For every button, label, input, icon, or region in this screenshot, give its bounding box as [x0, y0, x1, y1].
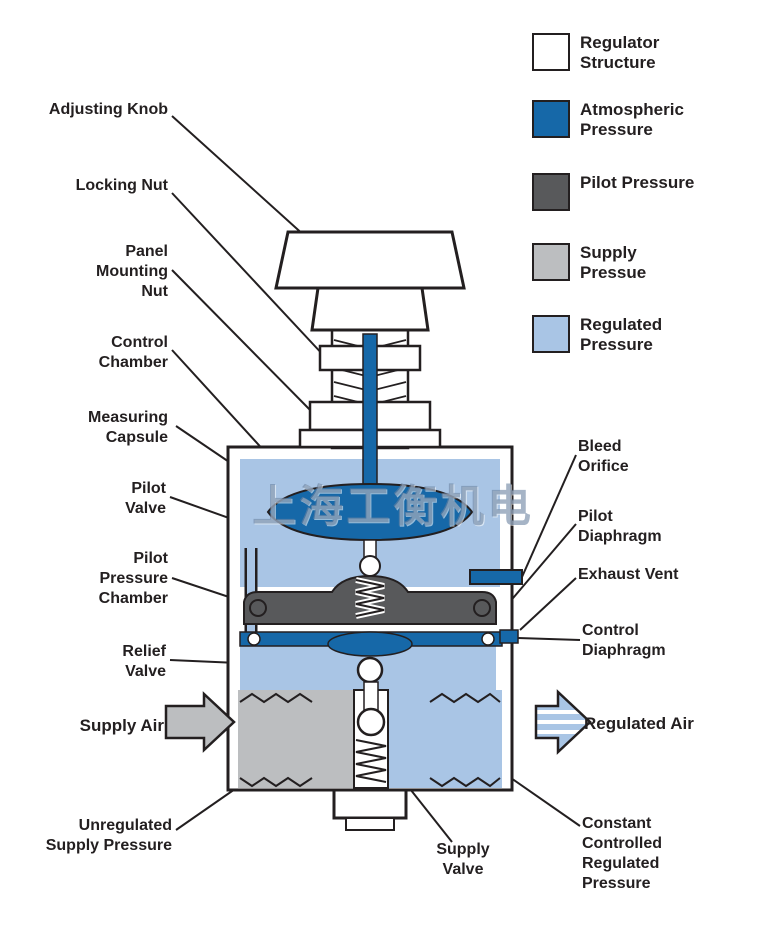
supply-spring — [355, 738, 387, 784]
adjusting-knob — [274, 230, 466, 332]
label-measuring-capsule: Measuring Capsule — [87, 409, 168, 446]
port-threads — [239, 692, 501, 788]
legend-item-supply-pressure: Supply Pressue — [532, 243, 700, 283]
label-control-chamber: Control Chamber — [98, 334, 168, 371]
measuring-capsule — [266, 482, 474, 542]
legend-label-atmospheric-pressure: Atmospheric Pressure — [580, 100, 684, 139]
regulated-air-arrow — [534, 689, 592, 755]
label-relief-valve: Relief Valve — [122, 643, 166, 680]
exhaust-vent — [499, 629, 519, 644]
legend-label-pilot-pressure: Pilot Pressure — [580, 173, 695, 192]
legend-label-supply-pressure: Supply Pressue — [580, 243, 647, 282]
label-exhaust-vent: Exhaust Vent — [578, 566, 679, 583]
label-locking-nut: Locking Nut — [75, 177, 168, 194]
pilot-valve — [359, 539, 381, 577]
label-pilot-pressure-chamber: Pilot Pressure Chamber — [98, 550, 168, 607]
legend-swatch-atmospheric-pressure — [532, 100, 570, 138]
supply-zone — [238, 690, 354, 788]
label-panel-mounting-nut: Panel Mounting Nut — [96, 243, 168, 300]
legend-label-regulated-pressure: Regulated Pressure — [580, 315, 663, 354]
label-supply-valve: Supply Valve — [436, 841, 490, 878]
legend-swatch-supply-pressure — [532, 243, 570, 281]
bottom-plug — [332, 788, 408, 820]
legend-swatch-regulated-pressure — [532, 315, 570, 353]
legend-label-regulator-structure: Regulator Structure — [580, 33, 660, 72]
relief-valve — [356, 656, 384, 684]
threaded-stem — [298, 328, 442, 513]
label-pilot-diaphragm: Pilot Diaphragm — [578, 508, 662, 545]
supply-valve — [356, 707, 386, 737]
label-regulated-air: Regulated Air — [584, 714, 694, 733]
watermark: 上海工衡机电 — [252, 482, 534, 531]
label-bleed-orifice: Bleed Orifice — [578, 438, 629, 475]
label-adjusting-knob: Adjusting Knob — [48, 101, 168, 118]
supply-air-arrow — [164, 691, 236, 753]
bleed-orifice — [469, 569, 523, 585]
pilot-spring — [355, 577, 385, 619]
regulated-outlet-zone — [388, 690, 502, 788]
legend-swatch-regulator-structure — [532, 33, 570, 71]
legend-item-regulator-structure: Regulator Structure — [532, 33, 700, 73]
label-constant-controlled-regulated-pressure: Constant Controlled Regulated Pressure — [582, 815, 662, 892]
label-supply-air: Supply Air — [79, 716, 164, 735]
label-control-diaphragm: Control Diaphragm — [582, 622, 666, 659]
legend-swatch-pilot-pressure — [532, 173, 570, 211]
control-diaphragm — [239, 629, 519, 657]
legend-item-pilot-pressure: Pilot Pressure — [532, 173, 700, 211]
legend-item-atmospheric-pressure: Atmospheric Pressure — [532, 100, 700, 140]
label-pilot-valve: Pilot Valve — [125, 480, 166, 517]
legend-item-regulated-pressure: Regulated Pressure — [532, 315, 700, 355]
label-unregulated-supply-pressure: Unregulated Supply Pressure — [45, 817, 172, 854]
